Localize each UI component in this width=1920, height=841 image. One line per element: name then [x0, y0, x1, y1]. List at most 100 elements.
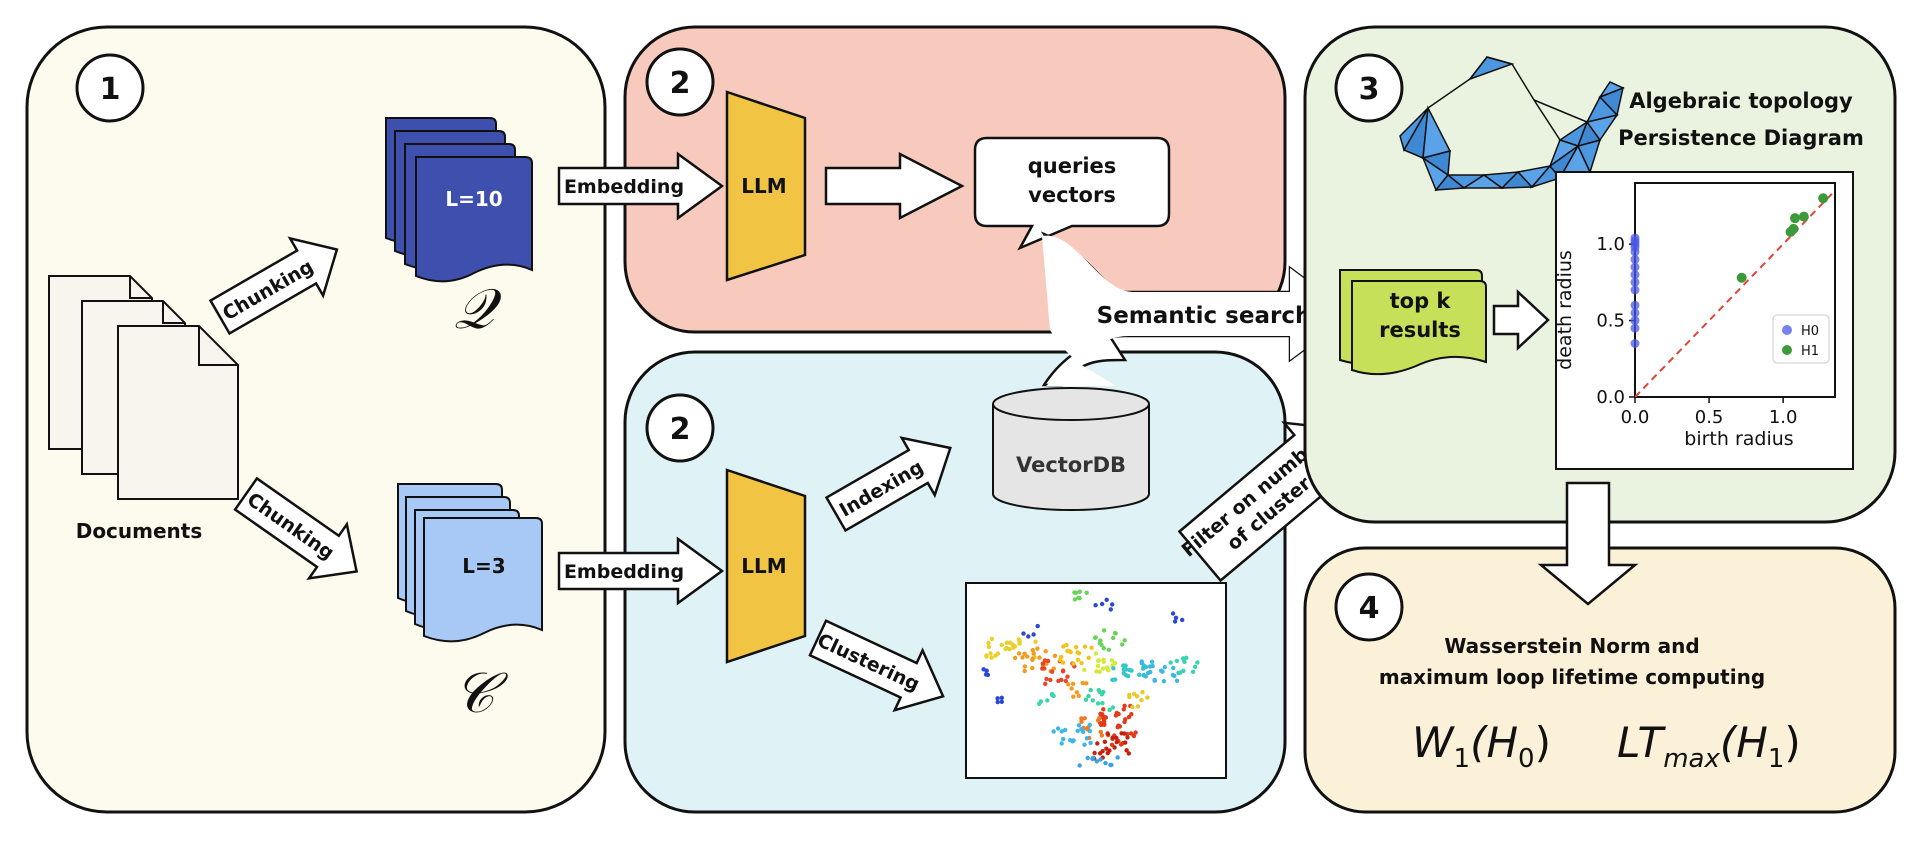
cluster-dot: [1134, 694, 1140, 699]
pd-point-h0: [1630, 323, 1640, 333]
cluster-dot: [1174, 658, 1180, 664]
cluster-dot: [1113, 631, 1118, 636]
cluster-dot: [1031, 632, 1036, 637]
pd-point-h0: [1630, 308, 1640, 318]
documents-icon: [48, 275, 239, 500]
cluster-dot: [1042, 658, 1048, 663]
pd-point-h1: [1818, 193, 1829, 204]
cluster-dot: [1159, 668, 1164, 673]
cluster-dot: [1060, 669, 1066, 674]
cluster-dot: [1122, 703, 1127, 708]
panel-2-bottom-number: 2: [670, 412, 691, 447]
cluster-dot: [1122, 731, 1127, 736]
panel-3-number-circle: [1334, 53, 1404, 123]
cluster-dot: [1170, 611, 1176, 616]
cluster-dot: [1072, 590, 1077, 595]
pd-point-h0: [1630, 300, 1640, 310]
pd-point-h0: [1630, 277, 1640, 287]
norm-description-line2: maximum loop lifetime computing: [1379, 665, 1765, 689]
cluster-dot: [1097, 669, 1102, 674]
semantic-search-label: Semantic search: [1097, 303, 1312, 329]
cluster-dot: [1065, 648, 1070, 654]
cluster-dot: [1064, 642, 1069, 648]
cluster-dot: [1109, 762, 1114, 768]
cluster-dot: [1101, 689, 1106, 695]
cluster-dot: [1095, 718, 1101, 723]
pd-point-h0: [1630, 316, 1640, 326]
pd-xtick-label: 1.0: [1769, 407, 1798, 428]
cluster-dot: [1129, 731, 1134, 736]
cluster-dot: [1098, 757, 1103, 762]
chunk-stack-label: L=3: [462, 554, 505, 578]
pd-legend-marker: [1782, 345, 1792, 355]
cluster-dot: [1035, 646, 1040, 651]
cluster-dot: [1113, 713, 1119, 718]
cluster-dot: [1104, 746, 1109, 751]
cluster-dot: [995, 696, 1000, 701]
cluster-dot: [1042, 666, 1047, 671]
cluster-plot-frame: [965, 582, 1227, 779]
cluster-dot: [988, 651, 993, 656]
cluster-dot: [1172, 673, 1177, 678]
document-chunk-stack: [397, 483, 543, 643]
cluster-dot: [1095, 663, 1101, 669]
embedding-top-label: Embedding: [564, 176, 684, 198]
cluster-dot: [1043, 649, 1048, 654]
pd-ytick-label: 0.5: [1596, 311, 1625, 332]
cluster-dot: [1162, 665, 1168, 670]
pd-legend-marker: [1782, 325, 1792, 335]
pd-point-h0: [1630, 254, 1640, 264]
documents-label: Documents: [76, 519, 203, 543]
cluster-dot: [1099, 601, 1105, 607]
cluster-dot: [989, 655, 994, 660]
cluster-dot: [1099, 642, 1104, 647]
cluster-dot: [1094, 759, 1100, 764]
cluster-dot: [1111, 666, 1116, 671]
panel-2-bottom-number-circle: [645, 393, 715, 463]
cluster-dot: [1079, 716, 1084, 721]
cluster-dot: [1016, 651, 1022, 656]
cluster-dot: [1070, 681, 1076, 686]
vectordb-cylinder: [992, 387, 1150, 511]
pd-point-h0: [1630, 339, 1640, 348]
cluster-dot: [1085, 755, 1090, 761]
llm-to-queries-arrow: [824, 151, 965, 221]
loop-lifetime-formula: LTmax(H1): [1617, 718, 1801, 774]
cluster-dot: [1105, 731, 1110, 736]
cluster-dot: [1104, 597, 1109, 602]
cluster-dot: [1048, 677, 1053, 683]
cluster-dot: [1045, 658, 1051, 664]
vectordb-label: VectorDB: [1016, 453, 1126, 477]
cluster-dot: [1071, 694, 1076, 699]
cluster-dot: [1099, 722, 1104, 728]
cluster-dot: [1010, 642, 1015, 647]
cluster-dot: [1104, 665, 1110, 670]
query-stack-label: L=10: [445, 187, 502, 211]
pd-point-h1: [1788, 223, 1799, 234]
cluster-dot: [1075, 728, 1080, 734]
cluster-dot: [1125, 735, 1130, 740]
cluster-dot: [1090, 756, 1095, 762]
cluster-dot: [1190, 669, 1196, 674]
pd-xlabel: birth radius: [1684, 428, 1793, 450]
cluster-dot: [1080, 680, 1086, 686]
cluster-dot: [1126, 673, 1131, 679]
cluster-dot: [1060, 660, 1066, 665]
cluster-dot: [1055, 726, 1061, 731]
cluster-dot: [1150, 663, 1155, 669]
cluster-dot: [1106, 647, 1112, 652]
cluster-dot: [1137, 672, 1142, 677]
pd-xtick-label: 0.5: [1695, 407, 1724, 428]
cluster-scatter: [981, 589, 1200, 768]
cluster-dot: [1072, 597, 1078, 602]
cluster-dot: [1133, 730, 1138, 735]
cluster-dot: [1141, 665, 1146, 670]
cluster-dot: [1076, 723, 1082, 728]
cluster-dot: [1122, 638, 1127, 643]
cluster-dot: [1121, 707, 1127, 712]
cluster-dot: [1101, 628, 1107, 633]
panel-3-number: 3: [1359, 72, 1380, 107]
cluster-dot: [1076, 693, 1082, 699]
cluster-dot: [1049, 691, 1055, 697]
cluster-dot: [1030, 648, 1036, 653]
